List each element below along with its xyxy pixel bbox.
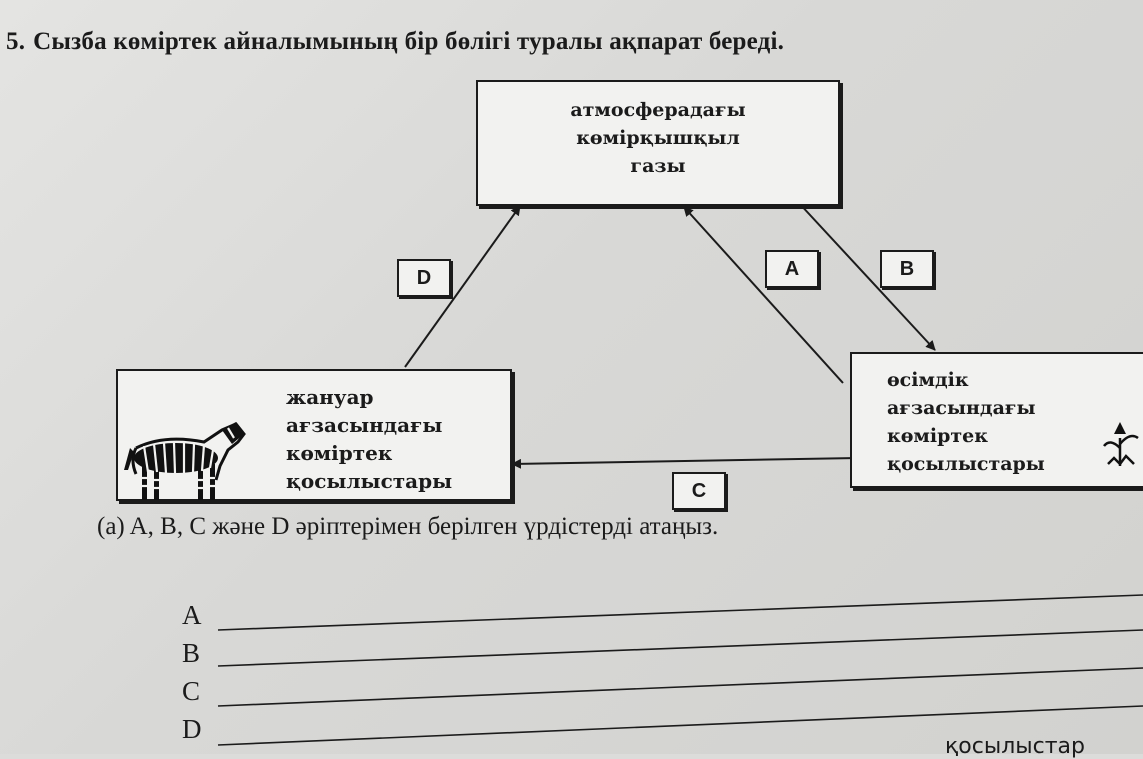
question-heading: 5. Сызба көміртек айналымының бір бөлігі …: [6, 28, 784, 56]
atmosphere-co2-box: атмосферадағы көмірқышқыл газы: [476, 80, 840, 206]
animal-line-3: көміртек: [286, 441, 393, 465]
atmosphere-line-1: атмосферадағы: [570, 99, 746, 121]
animal-line-2: ағзасындағы: [286, 413, 443, 437]
animal-line-4: қосылыстары: [286, 469, 453, 493]
arrow-b: [797, 201, 936, 351]
plant-line-4: қосылыстары: [887, 453, 1045, 475]
answer-line-b: [217, 629, 1143, 667]
answer-letter-c: C: [182, 676, 201, 706]
plant-line-1: өсімдік: [887, 369, 969, 391]
question-text: Сызба көміртек айналымының бір бөлігі ту…: [33, 28, 785, 55]
answer-line-a: [217, 594, 1143, 631]
arrow-c: [511, 457, 859, 469]
animal-carbon-box: жануар ағзасындағы көміртек қосылыстары: [116, 369, 512, 501]
answer-line-c: [217, 667, 1143, 707]
label-d: D: [397, 259, 451, 297]
atmosphere-line-2: көмірқышқыл: [576, 127, 740, 149]
label-a: A: [765, 250, 819, 288]
label-b: B: [880, 250, 934, 288]
answer-letter-b: B: [182, 638, 201, 668]
arrow-d: [404, 205, 521, 368]
zebra-icon: [124, 422, 246, 500]
answer-letter-d: D: [182, 714, 202, 744]
subquestion-a-text: (a) A, B, C және D әріптерімен берілген …: [97, 513, 719, 540]
label-c: C: [672, 472, 726, 510]
plant-carbon-box: өсімдік ағзасындағы көміртек қосылыстары: [850, 352, 1143, 488]
question-number: 5.: [6, 28, 26, 55]
plant-line-2: ағзасындағы: [887, 397, 1036, 419]
animal-line-1: жануар: [286, 385, 374, 409]
answer-line-d: [217, 705, 1143, 746]
footer-partial-text: қосылыстар: [945, 734, 1086, 759]
plant-line-3: көміртек: [887, 425, 988, 447]
atmosphere-line-3: газы: [630, 155, 686, 177]
arrow-a: [683, 206, 844, 384]
plant-icon: [1103, 422, 1139, 466]
answer-letter-a: A: [182, 600, 202, 630]
